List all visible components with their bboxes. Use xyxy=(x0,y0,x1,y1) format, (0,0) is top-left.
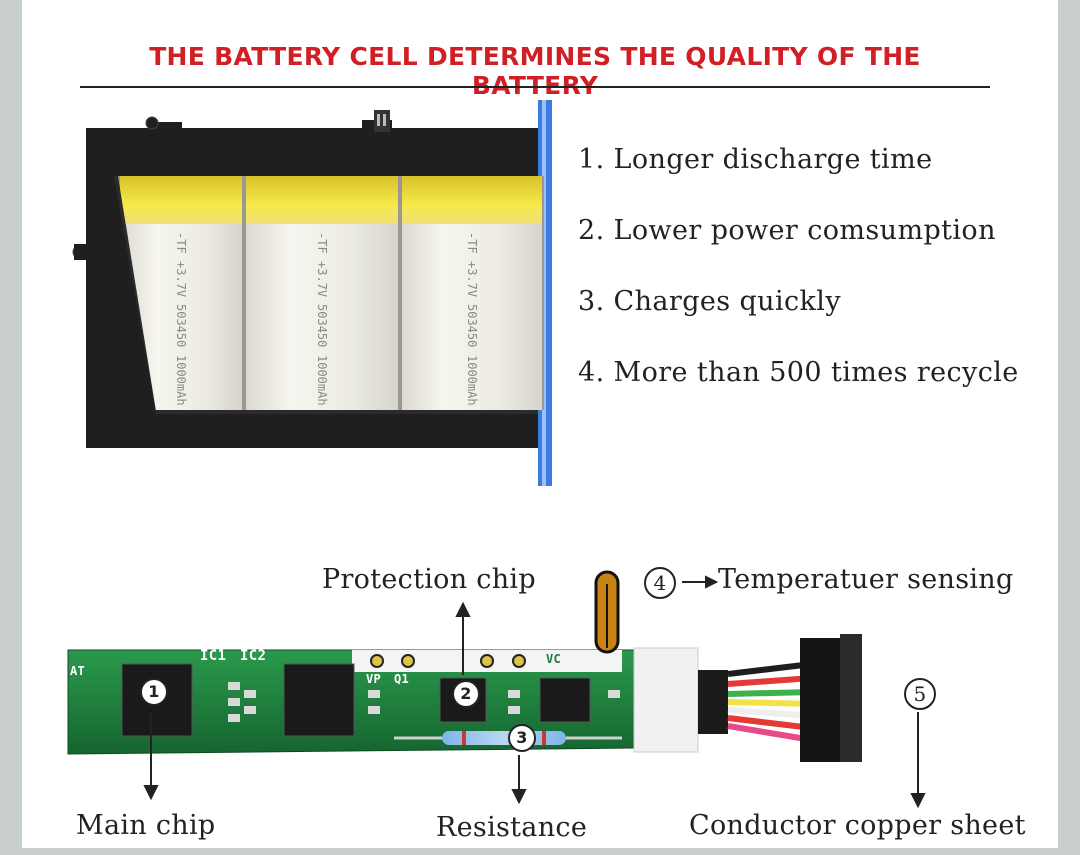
cell-text-a: -TF xyxy=(174,232,188,254)
marker-2: 2 xyxy=(452,680,480,708)
cell-text-b: +3.7V xyxy=(174,260,188,298)
wire xyxy=(727,661,813,677)
test-pads xyxy=(370,654,526,668)
feature-2: 2. Lower power comsumption xyxy=(578,215,996,246)
cable-connector xyxy=(800,638,840,762)
smd-part xyxy=(228,714,240,722)
pack-connector-pin xyxy=(377,114,380,126)
resistance-band xyxy=(542,731,546,745)
smd-part xyxy=(608,690,620,698)
silk-q1: Q1 xyxy=(394,672,410,686)
cable-wires xyxy=(727,661,813,743)
silk-vc: VC xyxy=(546,652,562,666)
cell-print: -TF +3.7V 503450 1000mAh xyxy=(465,232,479,405)
board-end-cap xyxy=(633,647,699,753)
silk-ic2: IC2 xyxy=(240,648,267,664)
wire xyxy=(727,675,813,687)
smd-part xyxy=(368,690,380,698)
cell-text-b: +3.7V xyxy=(315,260,329,298)
test-pad xyxy=(401,654,415,668)
cell-print: -TF +3.7V 503450 1000mAh xyxy=(174,232,188,405)
battery-cell: -TF +3.7V 503450 1000mAh xyxy=(244,176,400,410)
smd-part xyxy=(228,698,240,706)
pcb-illustration xyxy=(67,570,926,809)
cell-print: -TF +3.7V 503450 1000mAh xyxy=(315,232,329,405)
wire xyxy=(727,723,813,743)
cell-text-b: +3.7V xyxy=(465,260,479,298)
marker-4: 4 xyxy=(644,567,676,599)
wire xyxy=(727,699,813,707)
label-main-chip: Main chip xyxy=(76,810,216,841)
headline-divider xyxy=(80,86,990,88)
smd-part xyxy=(244,690,256,698)
arrow-head xyxy=(705,575,719,589)
battery-cell: -TF +3.7V 503450 1000mAh xyxy=(118,176,244,410)
label-resistance: Resistance xyxy=(436,812,588,843)
silk-vp: VP xyxy=(366,672,382,686)
silk-at: AT xyxy=(70,664,86,678)
battery-cell: -TF +3.7V 503450 1000mAh xyxy=(400,176,544,410)
silk-ic1: IC1 xyxy=(200,648,227,664)
cell-capacity: 1000mAh xyxy=(315,354,329,406)
arrow-head xyxy=(511,789,527,805)
cell-top xyxy=(120,176,242,224)
cell-capacity: 1000mAh xyxy=(174,354,188,406)
marker-3: 3 xyxy=(508,724,536,752)
blue-edge-highlight xyxy=(542,100,546,486)
feature-4: 4. More than 500 times recycle xyxy=(578,357,1019,388)
second-chip xyxy=(283,663,355,737)
wire xyxy=(727,715,813,731)
feature-1: 1. Longer discharge time xyxy=(578,144,933,175)
test-pad xyxy=(370,654,384,668)
cable-sleeve xyxy=(698,670,728,734)
mount-hole-left xyxy=(145,116,159,130)
test-pad xyxy=(480,654,494,668)
headline: THE BATTERY CELL DETERMINES THE QUALITY … xyxy=(149,42,921,100)
cell-model: 503450 xyxy=(174,304,188,348)
product-image: THE BATTERY CELL DETERMINES THE QUALITY … xyxy=(22,0,1058,848)
smd-parts xyxy=(228,682,620,722)
marker-5: 5 xyxy=(904,678,936,710)
cell-top xyxy=(402,176,542,224)
cell-top xyxy=(246,176,398,224)
cell-text-a: -TF xyxy=(465,232,479,254)
connector-pins xyxy=(840,634,862,762)
label-protection-chip: Protection chip xyxy=(322,564,536,595)
pack-connector-pin xyxy=(383,114,386,126)
cell-model: 503450 xyxy=(315,304,329,348)
smd-part xyxy=(508,690,520,698)
smd-part xyxy=(244,706,256,714)
wire xyxy=(727,689,813,697)
feature-3: 3. Charges quickly xyxy=(578,286,841,317)
resistance-band xyxy=(462,731,466,745)
smd-part xyxy=(368,706,380,714)
label-conductor: Conductor copper sheet xyxy=(689,810,1026,841)
arrow-head xyxy=(455,601,471,617)
wire xyxy=(727,707,813,719)
mosfet-chip xyxy=(539,677,591,723)
cell-model: 503450 xyxy=(465,304,479,348)
callout-arrows xyxy=(143,575,926,809)
marker-1: 1 xyxy=(140,678,168,706)
cell-text-a: -TF xyxy=(315,232,329,254)
test-pad xyxy=(512,654,526,668)
label-temperature: Temperatuer sensing xyxy=(718,564,1014,595)
smd-part xyxy=(508,706,520,714)
resistance xyxy=(442,731,566,745)
side-tab xyxy=(74,244,88,260)
arrow-head xyxy=(143,785,159,801)
cell-capacity: 1000mAh xyxy=(465,354,479,406)
smd-part xyxy=(228,682,240,690)
arrow-head xyxy=(910,793,926,809)
